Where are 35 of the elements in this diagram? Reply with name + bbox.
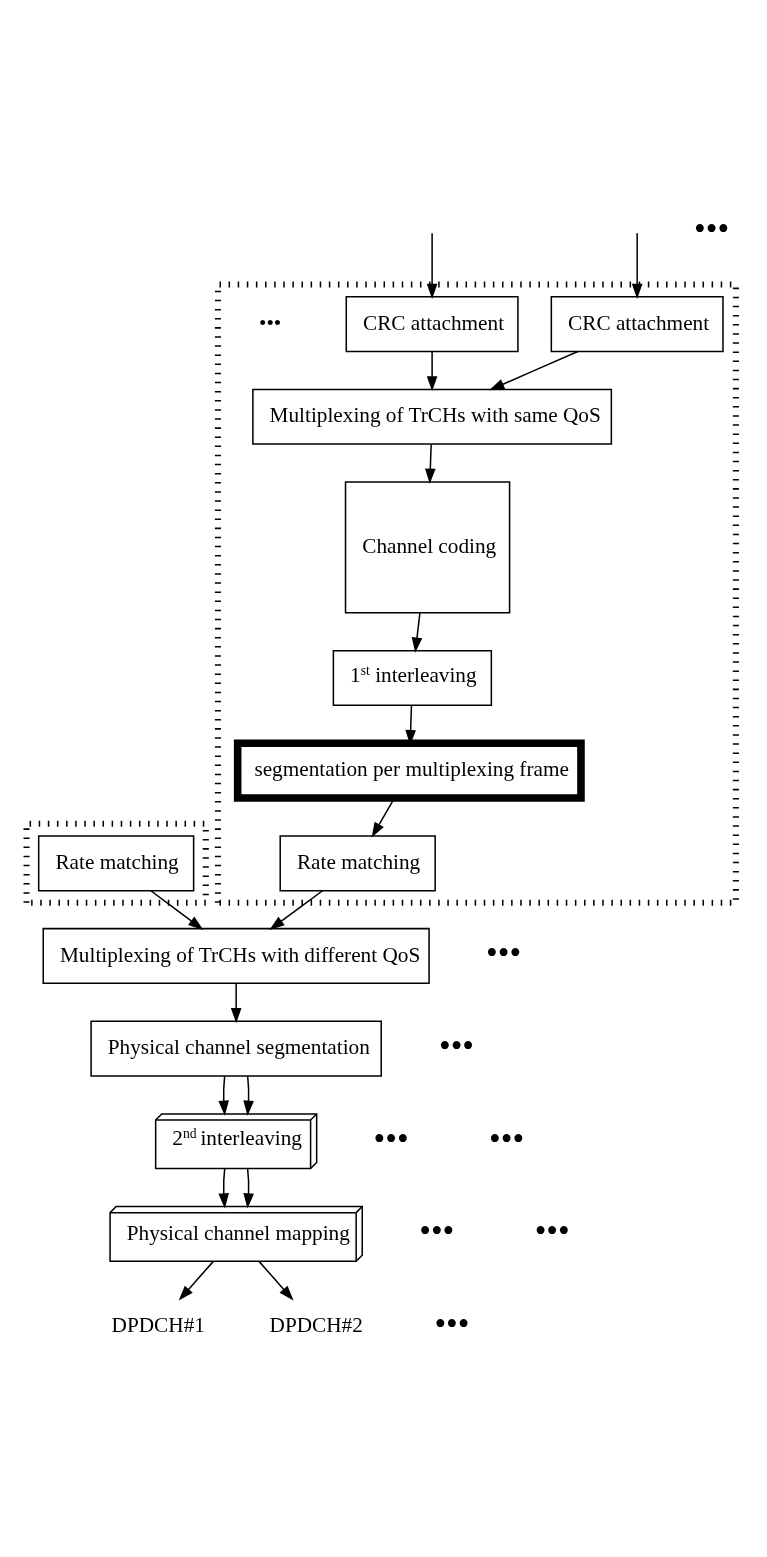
label: ••• <box>419 1211 455 1249</box>
node-box: 1$^{st}$ interleaving <box>332 649 493 706</box>
arrow <box>425 443 436 484</box>
node-box: CRC attachment <box>345 295 519 352</box>
node-box: Rate matching <box>279 834 436 891</box>
arrow <box>243 1074 254 1116</box>
node-box: Multiplexing of TrCHs with different QoS <box>42 927 430 984</box>
arrow <box>411 612 423 653</box>
node-box: Rate matching <box>37 834 195 891</box>
arrow <box>230 982 242 1023</box>
arrow <box>258 1260 294 1301</box>
label: ••• <box>434 1304 470 1342</box>
label: ••• <box>694 209 730 247</box>
arrow <box>218 1167 229 1209</box>
arrow <box>218 1074 229 1116</box>
label: ••• <box>258 310 282 335</box>
label: ••• <box>534 1211 570 1249</box>
node-box: Physical channel segmentation <box>90 1020 382 1077</box>
arrow <box>178 1260 215 1301</box>
cluster <box>23 820 209 906</box>
node-box: Channel coding <box>344 480 511 613</box>
node-box: segmentation per multiplexing frame <box>233 739 585 802</box>
node-text: DPDCH#2 <box>269 1312 363 1337</box>
arrow <box>426 231 438 299</box>
node-box: Multiplexing of TrCHs with same QoS <box>252 388 613 445</box>
arrow <box>243 1167 254 1209</box>
node-text: DPDCH#1 <box>111 1312 205 1337</box>
label: ••• <box>373 1119 409 1157</box>
arrow <box>631 231 643 299</box>
arrow <box>426 350 438 391</box>
arrow <box>489 350 579 390</box>
label: ••• <box>438 1026 475 1064</box>
label: ••• <box>489 1119 525 1157</box>
label: ••• <box>486 933 522 971</box>
node-box: CRC attachment <box>550 295 724 352</box>
